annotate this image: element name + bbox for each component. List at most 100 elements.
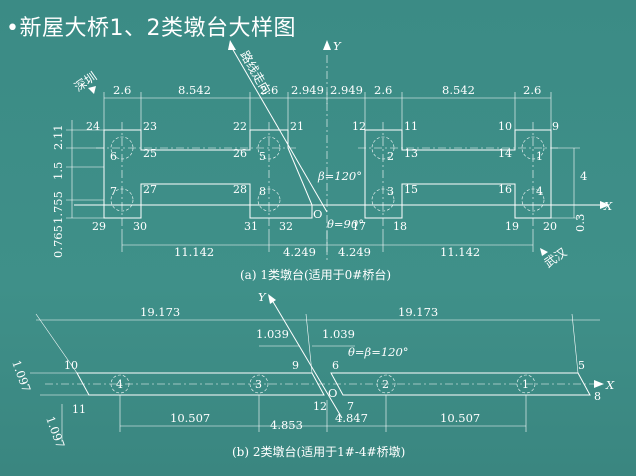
pile-label: 3 xyxy=(255,378,262,391)
node-label: 19 xyxy=(505,220,519,233)
node-label: 28 xyxy=(233,183,247,196)
node-label: 4 xyxy=(536,185,543,198)
top-caption: (a) 1类墩台(适用于0#桥台) xyxy=(240,267,391,282)
dim-label: 0.3 xyxy=(573,214,587,232)
node-label: 8 xyxy=(594,390,601,403)
dim-label: 10.507 xyxy=(170,411,210,425)
dim-label: 1.039 xyxy=(322,327,355,341)
node-label: 2 xyxy=(387,150,394,163)
node-label: 16 xyxy=(498,183,512,196)
node-label: 24 xyxy=(86,120,100,133)
y-axis-label: Y xyxy=(258,290,267,304)
node-label: 15 xyxy=(404,183,418,196)
road-direction-arrow xyxy=(228,40,236,50)
pile-label: 2 xyxy=(382,378,389,391)
x-axis-arrow xyxy=(600,201,610,209)
dim-label: 1.097 xyxy=(43,414,67,450)
x-axis-label: X xyxy=(605,378,615,392)
wuhan-label: 武汉 xyxy=(542,245,570,270)
node-label: 10 xyxy=(498,120,512,133)
node-label: 18 xyxy=(393,220,407,233)
node-label: 17 xyxy=(352,220,366,233)
origin-label: O xyxy=(313,207,322,221)
node-label: 14 xyxy=(498,147,512,160)
node-label: 23 xyxy=(143,120,157,133)
dim-label: 1.097 xyxy=(9,358,33,394)
node-label: 32 xyxy=(279,220,293,233)
wuhan-arrow xyxy=(540,248,548,256)
dim-label: 2.6 xyxy=(260,83,278,97)
node-label: 11 xyxy=(72,403,86,416)
node-label: 7 xyxy=(347,400,354,413)
shenzhen-label: 深圳 xyxy=(72,69,100,94)
slide-title: •新屋大桥1、2类墩台大样图 xyxy=(6,16,296,41)
dim-label: 4.847 xyxy=(335,411,368,425)
x-axis-label: X xyxy=(603,199,613,213)
node-label: 1 xyxy=(536,150,543,163)
dim-label: 19.173 xyxy=(398,305,438,319)
node-label: 8 xyxy=(259,185,266,198)
pile-circle xyxy=(376,374,396,394)
shenzhen-arrow xyxy=(88,86,96,94)
node-label: 27 xyxy=(143,183,157,196)
y-axis xyxy=(271,299,343,419)
node-label: 31 xyxy=(244,220,258,233)
dim-label: 1.039 xyxy=(256,327,289,341)
dim-label: 4.853 xyxy=(270,418,303,432)
node-label: 20 xyxy=(543,220,557,233)
node-label: 10 xyxy=(64,359,78,372)
node-label: 13 xyxy=(404,147,418,160)
node-label: 9 xyxy=(552,120,559,133)
node-label: 6 xyxy=(110,150,117,163)
y-axis-label: Y xyxy=(333,39,342,53)
node-label: 3 xyxy=(387,185,394,198)
dim-label: 2.949 xyxy=(330,83,363,97)
pile-circle xyxy=(249,374,269,394)
pile-label: 1 xyxy=(522,378,529,391)
node-label: 9 xyxy=(292,359,299,372)
dim-label: 2.6 xyxy=(113,83,131,97)
dim-label: 4.249 xyxy=(338,245,371,259)
node-label: 21 xyxy=(290,120,304,133)
origin-label: O xyxy=(328,386,337,400)
dim-label: 10.507 xyxy=(440,411,480,425)
top-dimension-lines xyxy=(66,92,580,252)
dim-label: 1.755 xyxy=(51,191,65,224)
node-label: 5 xyxy=(578,359,585,372)
node-label: 22 xyxy=(233,120,247,133)
node-label: 11 xyxy=(404,120,418,133)
node-label: 26 xyxy=(233,147,247,160)
dim-label: 8.542 xyxy=(442,83,475,97)
theta-label: θ=90° xyxy=(327,217,364,231)
pile-label: 4 xyxy=(116,378,123,391)
left-pier-outline xyxy=(76,372,325,396)
node-label: 25 xyxy=(143,147,157,160)
node-label: 6 xyxy=(332,359,339,372)
left-cap-outline xyxy=(103,129,313,219)
right-pier-outline xyxy=(330,372,591,396)
node-label: 5 xyxy=(259,150,266,163)
dim-label: 2.6 xyxy=(523,83,541,97)
node-label: 12 xyxy=(313,400,327,413)
dim-label: 4 xyxy=(580,169,587,183)
node-label: 7 xyxy=(110,185,117,198)
dim-label: 2.6 xyxy=(374,83,392,97)
dim-label: 2.11 xyxy=(51,124,65,150)
y-axis-arrow xyxy=(268,294,276,304)
angle-label: θ=β=120° xyxy=(348,345,409,359)
node-label: 30 xyxy=(133,220,147,233)
top-node-labels: 24 23 22 21 6 25 26 5 7 27 28 8 29 30 31… xyxy=(86,120,559,233)
node-label: 29 xyxy=(92,220,106,233)
dim-label: 2.949 xyxy=(291,83,324,97)
dim-label: 11.142 xyxy=(440,245,480,259)
dim-label: 8.542 xyxy=(178,83,211,97)
y-axis-arrow xyxy=(323,40,331,50)
dim-label: 0.765 xyxy=(51,225,65,258)
pile-circle xyxy=(516,374,536,394)
bottom-caption: (b) 2类墩台(适用于1#-4#桥墩) xyxy=(232,444,405,459)
dim-label: 19.173 xyxy=(140,305,180,319)
bottom-drawing: 4 3 2 1 19.173 19.173 1.039 1.039 10.50 xyxy=(9,290,615,459)
dim-label: 1.5 xyxy=(51,162,65,180)
